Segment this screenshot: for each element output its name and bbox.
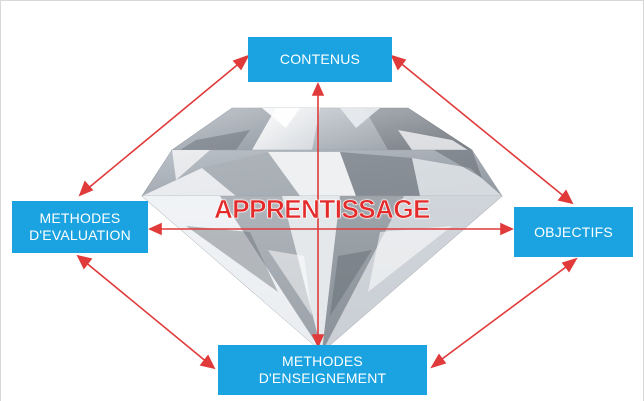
diamond-pavilion — [141, 195, 503, 353]
diamond-girdle — [141, 149, 503, 197]
node-objectifs-label: OBJECTIFS — [534, 223, 613, 240]
node-methodes-evaluation: METHODES D'EVALUATION — [12, 201, 148, 253]
node-methodes-enseignement: METHODES D'ENSEIGNEMENT — [218, 345, 427, 395]
diamond-crown — [171, 107, 474, 151]
center-label-apprentissage: APPRENTISSAGE — [214, 194, 431, 225]
node-objectifs: OBJECTIFS — [514, 207, 633, 257]
node-contenus: CONTENUS — [248, 37, 392, 82]
arrows — [76, 54, 578, 370]
node-methodes-evaluation-line2: D'EVALUATION — [29, 227, 131, 243]
node-methodes-evaluation-line1: METHODES — [39, 210, 121, 226]
node-contenus-label: CONTENUS — [279, 51, 361, 67]
node-methodes-enseignement-line1: METHODES — [282, 353, 363, 369]
node-methodes-enseignement-line2: D'ENSEIGNEMENT — [258, 370, 387, 386]
